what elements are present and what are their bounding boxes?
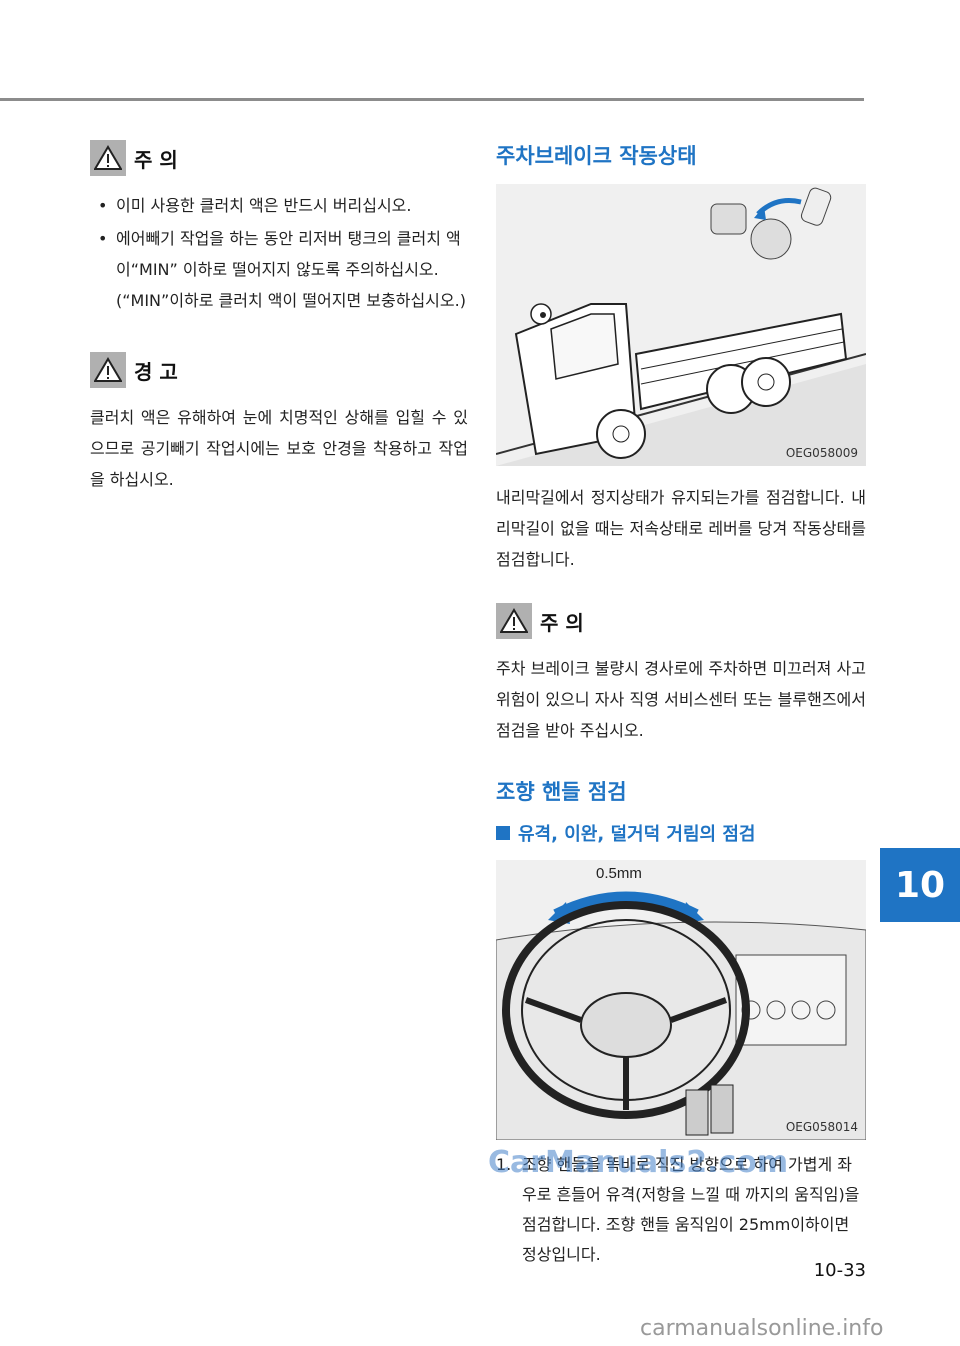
figure-code: OEG058009 <box>785 446 858 460</box>
warning-header: 경 고 <box>90 352 468 388</box>
watermark-footer: carmanualsonline.info <box>640 1316 884 1341</box>
steering-wheel-illustration: 0.5mm OEG058014 <box>495 860 867 1141</box>
steering-subtitle: 유격, 이완, 덜거덕 거림의 점검 <box>496 820 866 846</box>
square-bullet-icon <box>496 826 510 840</box>
warning-text: 클러치 액은 유해하여 눈에 치명적인 상해를 입힐 수 있으므로 공기빼기 작… <box>90 408 468 489</box>
watermark-overlay: CarManuals2.com <box>488 1145 789 1180</box>
caution-title: 주 의 <box>134 147 178 172</box>
warning-title: 경 고 <box>134 359 178 384</box>
caution-item: 에어빼기 작업을 하는 동안 리저버 탱크의 클러치 액이“MIN” 이하로 떨… <box>90 223 468 316</box>
figure-code: OEG058014 <box>785 1120 858 1134</box>
steering-check-title: 조향 핸들 점검 <box>496 780 627 804</box>
caution-text: 주차 브레이크 불량시 경사로에 주차하면 미끄러져 사고 위험이 있으니 자사… <box>496 659 866 740</box>
page-number: 10-33 <box>813 1260 866 1281</box>
warning-triangle-icon <box>496 603 532 639</box>
step-text: 조향 핸들을 똑바로 직진 방향으로 하여 가볍게 좌우로 흔들어 유격(저항을… <box>522 1155 860 1264</box>
parking-brake-text: 내리막길에서 정지상태가 유지되는가를 점검합니다. 내리막길이 없을 때는 저… <box>496 488 866 569</box>
warning-triangle-icon <box>90 352 126 388</box>
play-measure-label: 0.5mm <box>596 865 642 882</box>
right-column: 주차브레이크 작동상태 <box>495 140 867 1270</box>
caution-list: 이미 사용한 클러치 액은 반드시 버리십시오. 에어빼기 작업을 하는 동안 … <box>90 190 468 316</box>
top-rule <box>0 98 864 101</box>
left-column: 주 의 이미 사용한 클러치 액은 반드시 버리십시오. 에어빼기 작업을 하는… <box>90 140 468 495</box>
step-number: 1. <box>496 1155 512 1174</box>
caution-title: 주 의 <box>540 610 584 635</box>
steering-step: 1. 조향 핸들을 똑바로 직진 방향으로 하여 가볍게 좌우로 흔들어 유격(… <box>496 1150 866 1270</box>
warning-triangle-icon <box>90 140 126 176</box>
caution-item: 이미 사용한 클러치 액은 반드시 버리십시오. <box>90 190 468 221</box>
truck-on-slope-illustration: OEG058009 <box>495 184 867 466</box>
chapter-tab: 10 <box>880 848 960 922</box>
caution-header: 주 의 <box>90 140 468 176</box>
parking-brake-title: 주차브레이크 작동상태 <box>496 144 697 168</box>
steering-subtitle-text: 유격, 이완, 덜거덕 거림의 점검 <box>518 824 756 845</box>
caution-header: 주 의 <box>496 603 866 639</box>
